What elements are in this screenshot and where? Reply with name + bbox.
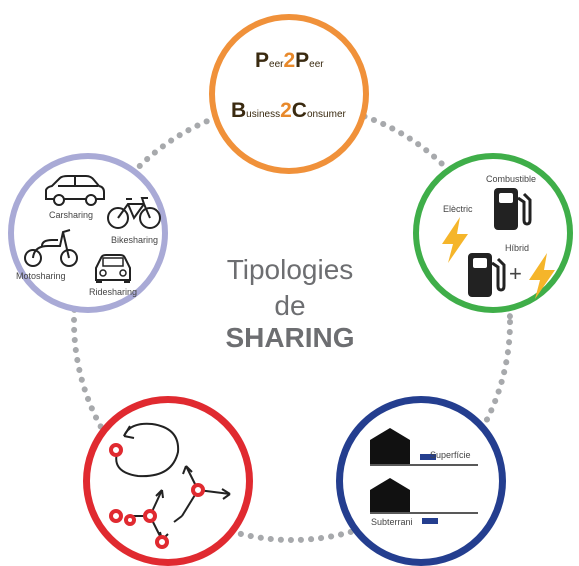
combustible-label: Combustible (486, 174, 537, 184)
peer-to-peer-label: Peer2Peer (255, 49, 324, 72)
underground-label: Subterrani (371, 517, 413, 527)
bicycle-icon (107, 197, 161, 229)
parking-types-circle (336, 396, 506, 566)
bikesharing-label: Bikesharing (111, 235, 159, 245)
fuel-pump-icon (468, 253, 506, 297)
center-title-line1: Tipologies (226, 254, 354, 285)
underground-parking-graphic (370, 478, 478, 524)
house-icon (370, 478, 410, 512)
center-title-line3: SHARING (225, 322, 355, 353)
hybrid-label: Híbrid (505, 243, 530, 253)
trip-routes-graphic (109, 422, 231, 549)
electric-label: Elèctric (443, 204, 473, 214)
energy-types-circle (413, 153, 573, 313)
plus-sign: + (509, 261, 522, 286)
center-title-line2: de (274, 290, 306, 321)
vehicle-types-circle (8, 153, 168, 313)
car-icon (45, 175, 105, 206)
business-model-circle (209, 14, 369, 174)
business-to-consumer-label: Business2Consumer (231, 99, 346, 122)
scooter-icon (24, 229, 78, 267)
ridesharing-label: Ridesharing (89, 287, 138, 297)
motosharing-label: Motosharing (16, 271, 66, 281)
surface-label: Superfície (430, 450, 471, 460)
fuel-pump-icon (494, 188, 532, 230)
lightning-bolt-icon (442, 217, 468, 263)
surface-parking-graphic (370, 428, 478, 466)
house-icon (370, 428, 410, 464)
round-trip-arrow-icon (115, 422, 180, 478)
carsharing-label: Carsharing (49, 210, 94, 220)
ride-car-icon (95, 254, 131, 283)
lightning-bolt-icon (529, 253, 555, 299)
